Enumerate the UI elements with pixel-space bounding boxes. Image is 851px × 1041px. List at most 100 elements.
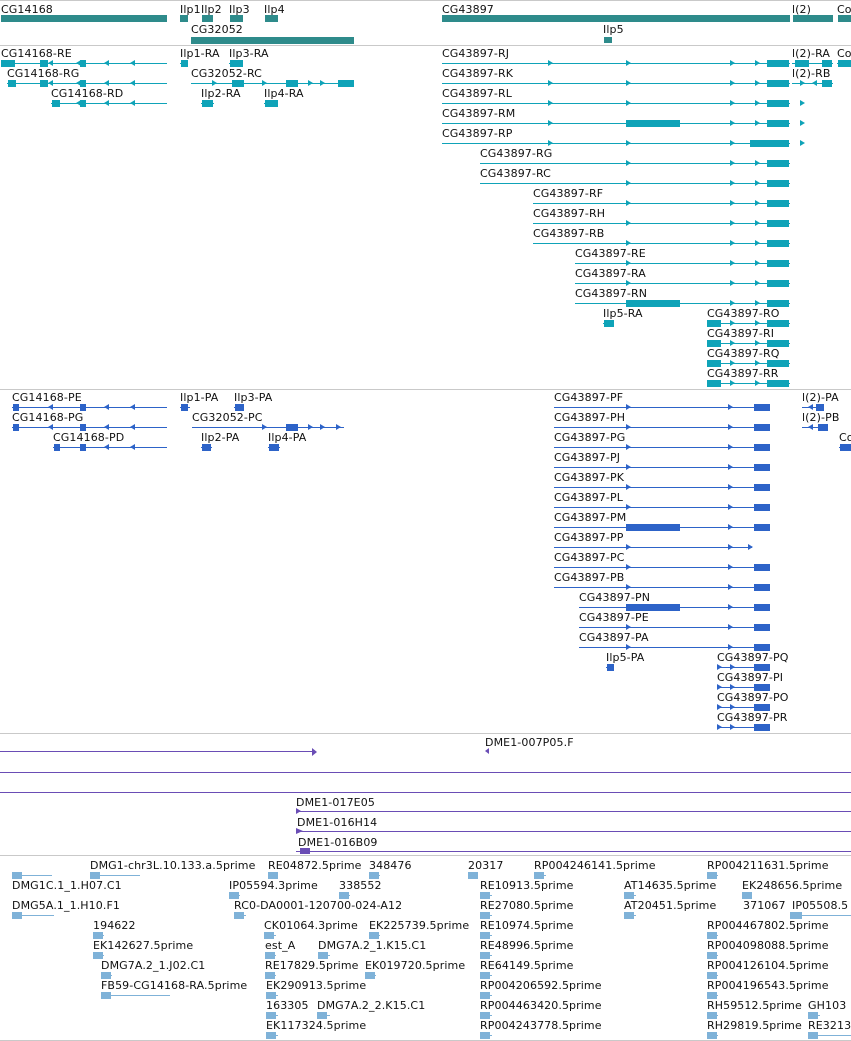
- exon-block[interactable]: [767, 320, 789, 327]
- feature-label[interactable]: CG43897-PO: [717, 691, 789, 704]
- exon-block[interactable]: [12, 872, 22, 879]
- exon-block[interactable]: [93, 952, 103, 959]
- exon-block[interactable]: [265, 100, 278, 107]
- exon-block[interactable]: [754, 584, 770, 591]
- intron-line[interactable]: [53, 447, 167, 448]
- intron-line[interactable]: [575, 283, 790, 284]
- exon-block[interactable]: [369, 932, 379, 939]
- feature-label[interactable]: CG43897-RC: [480, 167, 551, 180]
- feature-label[interactable]: Ilp2-PA: [201, 431, 240, 444]
- feature-label[interactable]: CG43897-PC: [554, 551, 625, 564]
- exon-block[interactable]: [767, 360, 789, 367]
- exon-block[interactable]: [266, 1032, 276, 1039]
- intron-line[interactable]: [12, 427, 167, 428]
- exon-block[interactable]: [13, 404, 19, 411]
- exon-block[interactable]: [234, 912, 244, 919]
- feature-label[interactable]: DMG7A.2_2.K15.C1: [317, 999, 426, 1012]
- exon-block[interactable]: [624, 912, 634, 919]
- feature-label[interactable]: RE10913.5prime: [480, 879, 574, 892]
- feature-label[interactable]: FB59-CG14168-RA.5prime: [101, 979, 248, 992]
- feature-label[interactable]: CG14168-RG: [7, 67, 80, 80]
- exon-block[interactable]: [269, 444, 279, 451]
- feature-label[interactable]: CG43897-RF: [533, 187, 604, 200]
- intron-line[interactable]: [717, 667, 770, 668]
- exon-block[interactable]: [767, 260, 789, 267]
- intron-line[interactable]: [554, 467, 770, 468]
- gene-label[interactable]: CG14168: [1, 3, 53, 16]
- exon-block[interactable]: [707, 360, 721, 367]
- intron-line[interactable]: [554, 547, 752, 548]
- feature-label[interactable]: CG43897-RG: [480, 147, 553, 160]
- intron-line[interactable]: [808, 1035, 851, 1036]
- feature-label[interactable]: Ilp4-PA: [268, 431, 307, 444]
- feature-label[interactable]: RP004211631.5prime: [707, 859, 829, 872]
- exon-block[interactable]: [767, 340, 789, 347]
- exon-block[interactable]: [767, 60, 789, 67]
- feature-label[interactable]: RP004243778.5prime: [480, 1019, 602, 1032]
- exon-block[interactable]: [822, 60, 832, 67]
- intron-line[interactable]: [90, 875, 140, 876]
- feature-label[interactable]: CG43897-RN: [575, 287, 648, 300]
- exon-block[interactable]: [808, 1032, 818, 1039]
- exon-block[interactable]: [754, 724, 770, 731]
- gene-label[interactable]: CG32052: [191, 23, 243, 36]
- exon-block[interactable]: [767, 380, 789, 387]
- feature-label[interactable]: Ilp3-RA: [229, 47, 269, 60]
- feature-label[interactable]: EK117324.5prime: [266, 1019, 367, 1032]
- exon-block[interactable]: [235, 404, 244, 411]
- clone-label[interactable]: DME1-016H14: [297, 816, 378, 829]
- feature-label[interactable]: RE04872.5prime: [268, 859, 362, 872]
- intron-line[interactable]: [442, 63, 790, 64]
- gene-feature[interactable]: [442, 15, 790, 22]
- intron-line[interactable]: [442, 83, 790, 84]
- exon-block[interactable]: [202, 444, 211, 451]
- feature-label[interactable]: RP004126104.5prime: [707, 959, 829, 972]
- intron-line[interactable]: [717, 687, 770, 688]
- intron-line[interactable]: [12, 407, 167, 408]
- exon-block[interactable]: [792, 912, 802, 919]
- exon-block[interactable]: [754, 444, 770, 451]
- exon-block[interactable]: [54, 444, 60, 451]
- exon-block[interactable]: [754, 424, 770, 431]
- feature-label[interactable]: DMG5A.1_1.H10.F1: [12, 899, 120, 912]
- exon-block[interactable]: [604, 320, 614, 327]
- feature-label[interactable]: 338552: [339, 879, 382, 892]
- feature-label[interactable]: CG43897-RK: [442, 67, 514, 80]
- exon-block[interactable]: [286, 424, 298, 431]
- feature-label[interactable]: RP004246141.5prime: [534, 859, 656, 872]
- feature-label[interactable]: CG14168-PD: [53, 431, 125, 444]
- intron-line[interactable]: [717, 727, 770, 728]
- gene-label[interactable]: l(2): [792, 3, 812, 16]
- feature-label[interactable]: RP004463420.5prime: [480, 999, 602, 1012]
- exon-block[interactable]: [93, 932, 103, 939]
- intron-line[interactable]: [554, 407, 770, 408]
- intron-line[interactable]: [554, 447, 770, 448]
- gene-feature[interactable]: [202, 15, 213, 22]
- exon-block[interactable]: [480, 1032, 490, 1039]
- intron-line[interactable]: [717, 707, 770, 708]
- clone-label[interactable]: DME1-016B09: [298, 836, 378, 849]
- exon-block[interactable]: [754, 604, 770, 611]
- exon-block[interactable]: [822, 80, 832, 87]
- exon-block[interactable]: [767, 220, 789, 227]
- exon-block[interactable]: [232, 80, 244, 87]
- gene-feature[interactable]: [1, 15, 167, 22]
- gene-feature[interactable]: [793, 15, 833, 22]
- feature-label[interactable]: 348476: [369, 859, 412, 872]
- exon-block[interactable]: [707, 340, 721, 347]
- clone-line[interactable]: [0, 792, 851, 793]
- exon-block[interactable]: [468, 872, 478, 879]
- exon-block[interactable]: [90, 872, 100, 879]
- exon-block[interactable]: [266, 1012, 276, 1019]
- feature-label[interactable]: DMG1-chr3L.10.133.a.5prime: [90, 859, 256, 872]
- exon-block[interactable]: [101, 992, 111, 999]
- exon-block[interactable]: [754, 484, 770, 491]
- feature-label[interactable]: Ilp5-RA: [603, 307, 643, 320]
- exon-block[interactable]: [754, 704, 770, 711]
- feature-label[interactable]: CG43897-RL: [442, 87, 512, 100]
- exon-block[interactable]: [754, 644, 770, 651]
- intron-line[interactable]: [12, 875, 52, 876]
- intron-line[interactable]: [707, 343, 790, 344]
- intron-line[interactable]: [480, 163, 790, 164]
- feature-label[interactable]: CG43897-RQ: [707, 347, 780, 360]
